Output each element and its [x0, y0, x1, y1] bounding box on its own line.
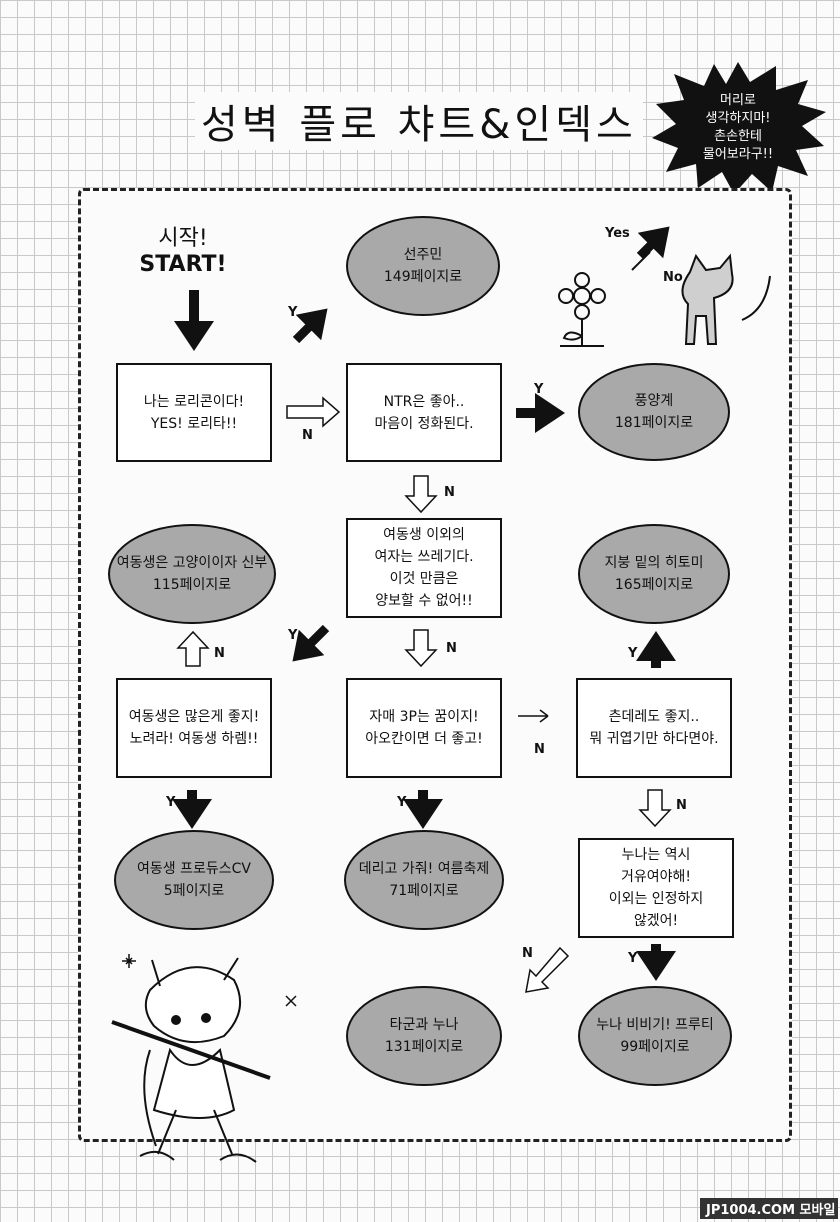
edge-label-q3-q5: N [446, 641, 457, 656]
edge-label-q5-r6: Y [397, 795, 406, 810]
edge-label-q6-r4: Y [628, 646, 637, 661]
edge-label-q5-q6: N [534, 742, 545, 757]
result-onee-fruity: 누나 비비기! 프루티 99페이지로 [578, 986, 732, 1086]
question-onee-kyonyuu: 누나는 역시 거유여야해! 이외는 인정하지 않겠어! [578, 838, 734, 938]
question-tsundere: 츤데레도 좋지.. 뭐 귀엽기만 하다면야. [576, 678, 732, 778]
result-yane-no-shita: 지붕 밑의 히토미 165페이지로 [578, 524, 730, 624]
result-senjumin: 선주민 149페이지로 [346, 216, 500, 316]
question-imouto-only: 여동생 이외의 여자는 쓰레기다. 이것 만큼은 양보할 수 없어!! [346, 518, 502, 618]
character-doodle [112, 958, 270, 1162]
edge-label-q3-r3: Y [288, 628, 297, 643]
arrow-q1-r1 [296, 318, 318, 340]
arrow-q4-r3 [178, 632, 208, 666]
arrow-q6-q7 [640, 790, 670, 826]
result-imouto-produce: 여동생 프로듀스CV 5페이지로 [114, 830, 274, 930]
edge-label-q7-r7: N [522, 946, 533, 961]
arrow-q1-q2 [287, 398, 339, 426]
question-lolicon: 나는 로리콘이다! YES! 로리타!! [116, 363, 272, 462]
result-takun-onee: 타군과 누나 131페이지로 [346, 986, 502, 1086]
arrow-q5-q6 [518, 710, 548, 722]
question-sisters-3p: 자매 3P는 꿈이지! 아오칸이면 더 좋고! [346, 678, 502, 778]
edge-label-q6-q7: N [676, 798, 687, 813]
arrow-q3-q5 [406, 630, 436, 666]
edge-label-q1-r1: Y [288, 305, 297, 320]
result-imouto-neko: 여동생은 고양이이자 신부 115페이지로 [108, 524, 276, 624]
question-imouto-harem: 여동생은 많은게 좋지! 노려라! 여동생 하렘!! [116, 678, 272, 778]
edge-label-q2-q3: N [444, 485, 455, 500]
edge-label-q2-r2: Y [534, 382, 543, 397]
arrow-q3-r3 [302, 628, 326, 652]
edge-label-q4-r3: N [214, 646, 225, 661]
edge-label-q1-q2: N [302, 428, 313, 443]
question-ntr: NTR은 좋아.. 마음이 정화된다. [346, 363, 502, 462]
arrow-q2-q3 [406, 476, 436, 512]
edge-label-q7-r8: Y [628, 951, 637, 966]
flower-doodle [559, 273, 605, 346]
result-natsumatsuri: 데리고 가줘! 여름축제 71페이지로 [344, 830, 504, 930]
result-pungyanggye: 풍양계 181페이지로 [578, 363, 730, 461]
edge-label-q4-r5: Y [166, 795, 175, 810]
watermark: JP1004.COM 모바일 무료야동 섹시티비 [700, 1198, 838, 1219]
cat-doodle [682, 256, 770, 344]
